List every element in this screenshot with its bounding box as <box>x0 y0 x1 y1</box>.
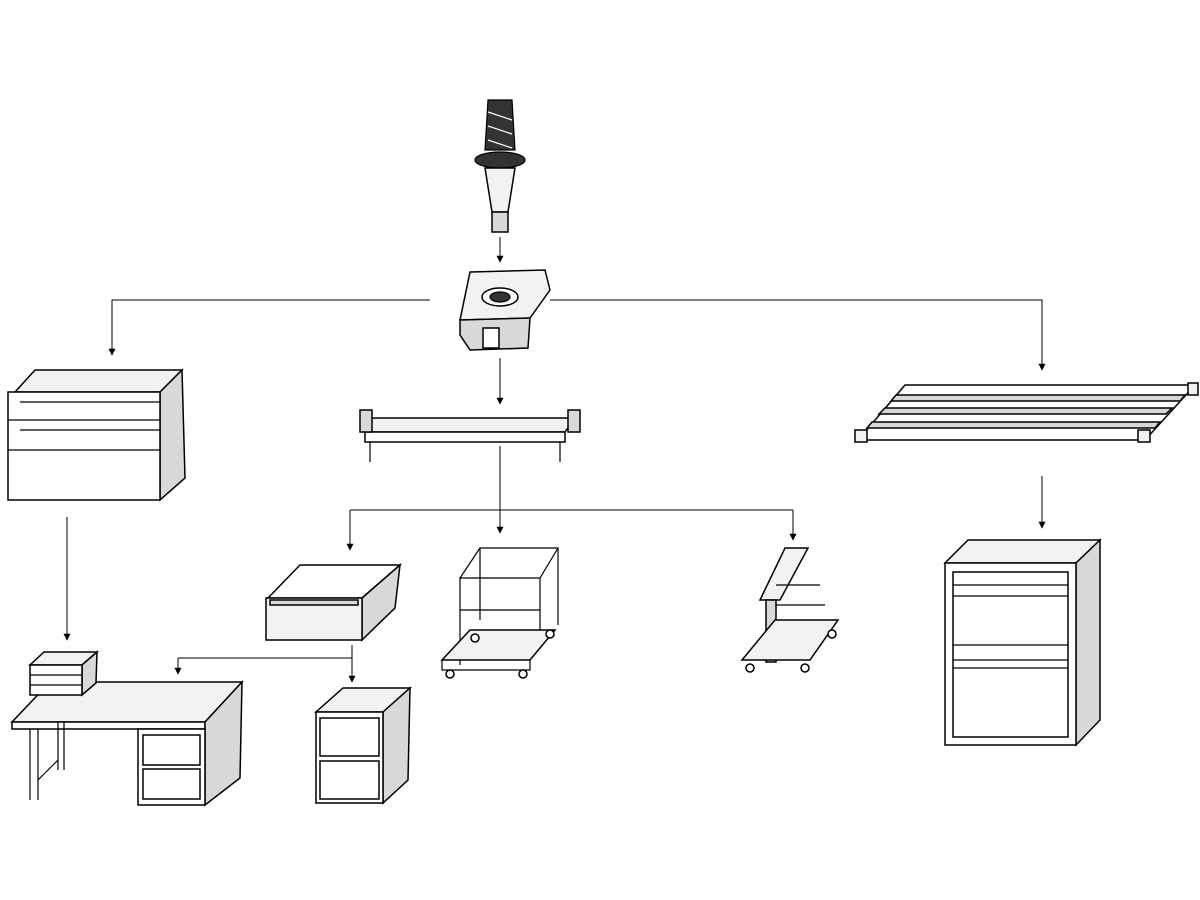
tool-holder-block-icon <box>459 269 551 351</box>
cabinet-icon <box>943 538 1102 747</box>
arrow-holder-to-left-cabinet <box>108 299 430 356</box>
drawer-cabinet-icon <box>314 686 412 805</box>
drawer-stack-icon <box>28 650 100 697</box>
stepped-cabinet-icon <box>7 368 186 502</box>
arrow-holder-to-right-frame <box>550 299 1046 371</box>
connectors <box>63 237 1046 683</box>
cart-icon <box>440 547 560 679</box>
milling-tool-icon <box>474 99 526 233</box>
rack-icon <box>740 547 840 673</box>
rail-frame-icon <box>854 382 1199 443</box>
rail-icon <box>359 409 581 462</box>
desk-icon <box>10 680 244 807</box>
arrow-rail-to-branches <box>350 446 793 511</box>
drawer-icon <box>265 563 403 642</box>
